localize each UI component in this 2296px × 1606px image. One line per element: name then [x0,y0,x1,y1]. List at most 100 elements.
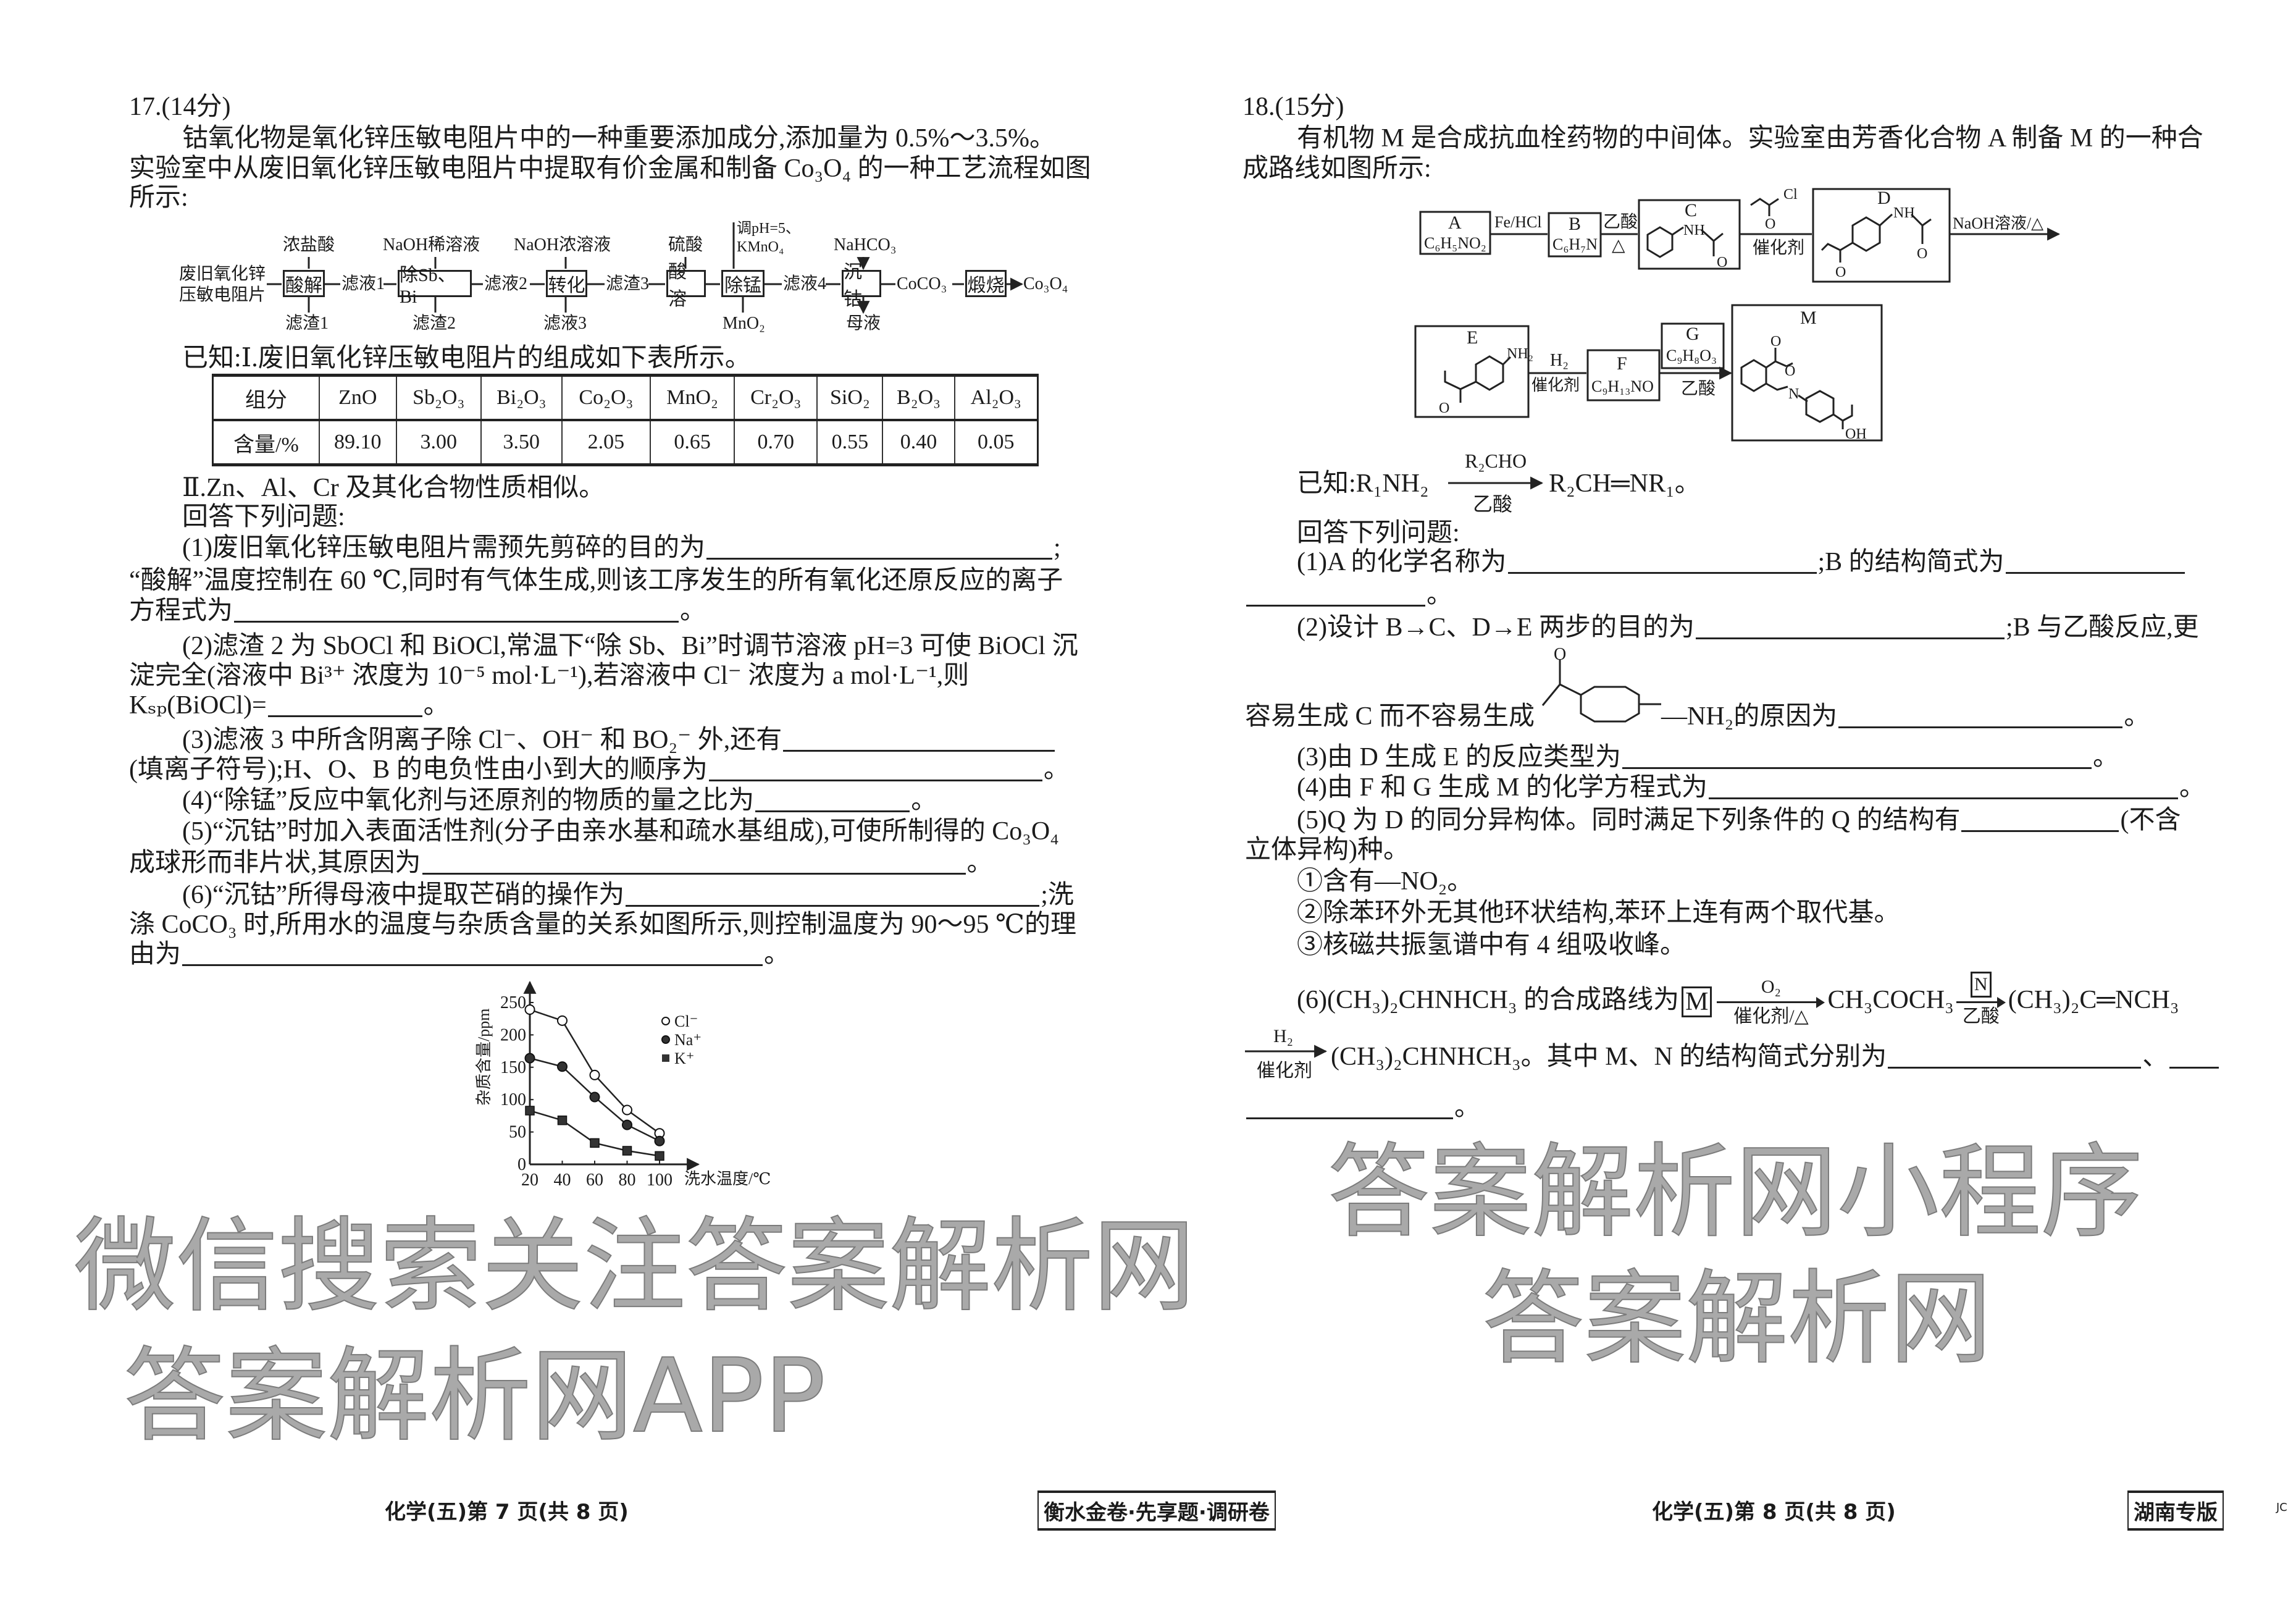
q18-part1-line1: (1)A 的化学名称为;B 的结构简式为 [1297,545,2186,579]
text: 。 [1043,755,1070,784]
flow-reagent-hcl: 浓盐酸 [283,235,335,254]
q17-intro-3: 所示: [129,183,188,212]
flow-box-label: 除Sb、Bi [400,265,456,307]
answer-blank[interactable] [182,940,763,966]
answer-blank[interactable] [1961,805,2119,832]
answer-blank[interactable] [234,596,679,623]
answer-blank[interactable] [706,533,1052,560]
flow-box-label: 除锰 [724,275,761,296]
q18-part6-o2: O₂ [1761,977,1781,998]
answer-blank[interactable] [1246,1093,1453,1119]
answer-blank[interactable] [1888,1042,2142,1069]
q18-intro-2: 成路线如图所示: [1242,154,1431,183]
flow-arrows [267,222,1022,313]
answer-blank[interactable] [1246,580,1425,607]
legend-label: Na⁺ [674,1031,702,1049]
q17-part5-line2: 成球形而非片状,其原因为 。 [129,846,993,880]
q18-known-product: R₂CH═NR₁。 [1549,469,1701,498]
answer-blank[interactable] [2005,547,2185,574]
y-tick-label: 100 [500,1090,526,1109]
table-header-row: 组分 ZnO Sb₂O₃ Bi₂O₃ Co₂O₃ MnO₂ Cr₂O₃ SiO₂… [211,374,1039,421]
composition-table: 组分 ZnO Sb₂O₃ Bi₂O₃ Co₂O₃ MnO₂ Cr₂O₃ SiO₂… [211,374,1039,466]
table-cell: Cr₂O₃ [734,374,818,421]
q18-part2-line2a: 容易生成 C 而不容易生成 [1245,702,1535,731]
text: ;B 与乙酸反应,更 [2006,613,2199,642]
answer-blank[interactable] [2169,1042,2219,1069]
table-cell: 2.05 [561,419,651,466]
cond-acetic-acid: 乙酸 [1681,379,1716,398]
q18-part2-line1: (2)设计 B→C、D→E 两步的目的为;B 与乙酸反应,更 [1297,611,2199,644]
flow-box-calcine: 煅烧 [965,270,1007,297]
text: 。 [966,849,993,877]
answer-blank[interactable] [626,880,1040,907]
text: Kₛₚ(BiOCl)= [129,691,267,720]
answer-blank[interactable] [267,691,422,717]
atom-o: O [1439,400,1449,416]
table-cell: Co₂O₃ [561,374,651,421]
answer-blank[interactable] [783,725,1055,752]
text: 由为 [129,940,182,969]
flow-filtrate-1: 滤液1 [341,274,385,293]
table-cell: 组分 [211,374,320,421]
answer-blank[interactable] [1709,773,2179,799]
q18-part6-acid: 乙酸 [1962,1006,2000,1027]
x-tick-label: 20 [521,1171,538,1190]
data-point-circle [589,1069,600,1080]
label-c: C [1685,200,1697,221]
q17-part4: (4)“除锰”反应中氧化剂与还原剂的物质的量之比为。 [182,784,937,817]
q18-part6-text: (6)(CH₃)₂CHNHCH₃ 的合成路线为 [1297,986,1680,1014]
answer-blank[interactable] [1696,613,2005,639]
cond-heat: △ [1612,236,1625,255]
q18-part3: (3)由 D 生成 E 的反应类型为。 [1297,741,2119,774]
text: ;洗 [1041,881,1074,909]
q17-part6-line3: 由为。 [129,938,790,971]
atom-o: O [1765,216,1775,232]
legend-label: K⁺ [674,1049,695,1067]
answer-blank[interactable] [1838,702,2123,728]
table-cell: Bi₂O₃ [480,374,563,421]
q18-part6-box-n: N [1970,972,1992,998]
data-point-circle [654,1135,665,1146]
answer-blank[interactable] [755,786,910,812]
text: 。 [911,786,937,815]
data-point-circle [622,1119,632,1130]
q17-prompt: 回答下列问题: [182,503,345,531]
cond-fe-hcl: Fe/HCl [1494,213,1542,231]
compound-b-box [1548,212,1602,258]
q17-part2-line1: (2)滤渣 2 为 SbOCl 和 BiOCl,常温下“除 Sb、Bi”时调节溶… [182,632,1078,660]
legend-marker [661,1035,670,1044]
flow-box-remove-sb-bi: 除Sb、Bi [398,265,472,307]
x-tick-label: 40 [554,1171,571,1190]
table-cell: SiO₂ [816,374,884,421]
answer-blank[interactable] [708,755,1042,781]
answer-blank[interactable] [1507,547,1817,574]
q18-part6-acetone: CH₃COCH₃ [1827,986,1954,1014]
data-point-circle [557,1015,568,1026]
text: 方程式为 [129,597,233,625]
benzene-ring-icon [1646,226,1724,258]
y-axis-label: 杂质含量/ppm [475,1009,493,1106]
cond-naoh: NaOH溶液/△ [1953,214,2043,232]
flow-reagent-kmno4: KMnO₄ [737,239,784,255]
table-cell: 0.55 [816,419,884,466]
q18-condition-2: ②除苯环外无其他环状结构,苯环上连有两个取代基。 [1297,899,1900,927]
text: (1)A 的化学名称为 [1297,548,1507,576]
data-point-square [525,1106,535,1116]
answer-blank[interactable] [422,848,966,875]
text: 成球形而非片状,其原因为 [129,849,421,877]
flow-start-1: 废旧氧化锌 [179,264,266,284]
legend-marker [661,1017,670,1025]
data-point-circle [524,1053,535,1064]
atom-nh: NH [1893,205,1915,221]
y-tick-label: 50 [509,1123,526,1142]
text: (5)Q 为 D 的同分异构体。同时满足下列条件的 Q 的结构有 [1297,806,1961,835]
compound-a-box [1419,211,1491,255]
q17-part5-line1: (5)“沉钴”时加入表面活性剂(分子由亲水基和疏水基组成),可使所制得的 Co₃… [182,817,1059,846]
q17-part3-line1: (3)滤液 3 中所含阴离子除 Cl⁻、OH⁻ 和 BO₂⁻ 外,还有 [182,723,1056,757]
atom-o: O [1785,363,1795,379]
x-tick-label: 60 [586,1171,603,1190]
table-cell: 3.50 [480,419,563,466]
text: 。 [1454,1093,1481,1122]
answer-blank[interactable] [1622,742,2092,769]
compound-m-box [1731,304,1883,442]
